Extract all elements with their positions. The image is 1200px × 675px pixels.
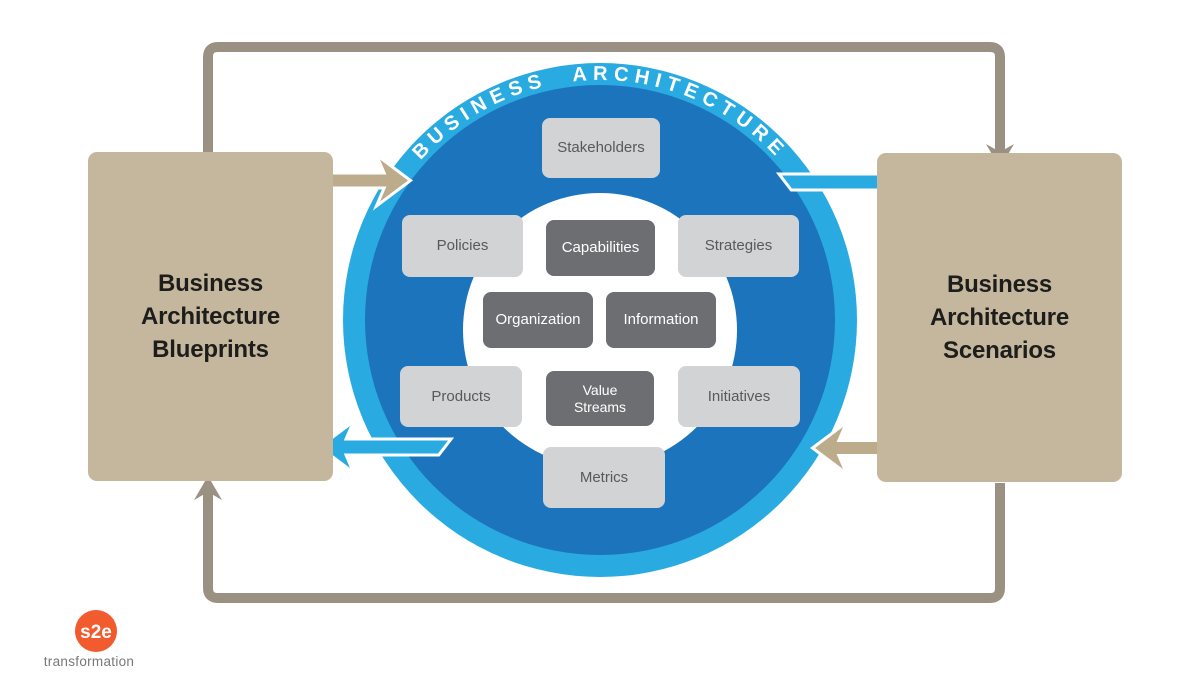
initiatives-box: Initiatives xyxy=(678,366,800,427)
value-streams-box: Value Streams xyxy=(546,371,654,426)
strategies-box: Strategies xyxy=(678,215,799,277)
blueprints-box-line2: Architecture xyxy=(141,303,280,330)
scenarios-box-line2: Architecture xyxy=(930,304,1069,331)
value-streams-line2: Streams xyxy=(573,398,627,415)
bottom-feedback-loop-line xyxy=(203,483,1005,603)
logo-mark: s2e xyxy=(80,622,112,643)
blueprints-to-circle-arrow-icon xyxy=(333,150,413,211)
policies-box: Policies xyxy=(402,215,523,277)
scenarios-box-line3: Scenarios xyxy=(943,337,1056,364)
blueprints-box: Business Architecture Blueprints xyxy=(88,152,333,481)
circle-to-blueprints-arrow-icon xyxy=(317,416,455,478)
scenarios-box: Business Architecture Scenarios xyxy=(877,153,1122,482)
scenarios-box-line1: Business xyxy=(946,271,1053,298)
organization-box: Organization xyxy=(483,292,593,348)
logo-circle xyxy=(75,610,117,652)
products-box: Products xyxy=(400,366,522,427)
metrics-box: Metrics xyxy=(543,447,665,508)
s2e-logo: s2e transformation xyxy=(44,610,135,669)
value-streams-line1: Value xyxy=(582,381,618,398)
logo-wordmark: transformation xyxy=(44,654,135,669)
top-feedback-loop-line xyxy=(203,42,1005,152)
blueprints-box-line1: Business xyxy=(157,270,264,297)
inner-white-circle xyxy=(463,193,737,467)
bottom-loop-arrowhead-icon xyxy=(185,470,231,545)
blueprints-box-line3: Blueprints xyxy=(152,336,269,363)
scenarios-to-circle-arrow-icon xyxy=(810,417,877,479)
capabilities-box: Capabilities xyxy=(546,220,655,276)
stakeholders-box: Stakeholders xyxy=(542,118,660,178)
information-box: Information xyxy=(606,292,716,348)
